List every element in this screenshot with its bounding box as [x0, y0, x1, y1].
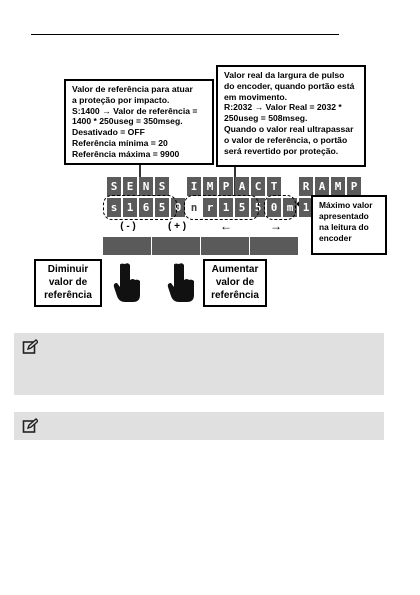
callout-real-value: Valor real da largura de pulso do encode… [216, 65, 366, 167]
lcd-char: E [123, 177, 137, 196]
header-rule [31, 34, 339, 35]
lcd-char: M [203, 177, 217, 196]
label-line: referência [211, 290, 259, 301]
callout-line: Valor de referência para atuar [72, 84, 193, 94]
note-box [14, 412, 384, 440]
callout-line: a proteção por impacto. [72, 94, 170, 105]
key-plus-button[interactable] [152, 237, 200, 255]
highlight-reference-field [103, 195, 177, 220]
callout-line: o valor de referência, o portão [224, 134, 348, 145]
lcd-char: 5 [235, 198, 249, 217]
highlight-max-field [264, 195, 296, 220]
key-label-plus: ( + ) [167, 221, 187, 232]
lcd-row-1: S E N S I M P A C T R A M P [107, 177, 363, 196]
lcd-char: S [107, 177, 121, 196]
lcd-char: P [347, 177, 361, 196]
edit-note-icon [22, 339, 38, 354]
lcd-char: 1 [299, 198, 313, 217]
key-label-minus: ( - ) [120, 221, 136, 232]
callout-reference-value: Valor de referência para atuar a proteçã… [64, 79, 214, 165]
label-increase-reference: Aumentar valor de referência [203, 259, 267, 307]
lcd-char [171, 177, 185, 196]
key-right-button[interactable] [250, 237, 298, 255]
callout-line: R:2032 → Valor Real = 2032 * [224, 102, 342, 113]
lcd-char [283, 177, 297, 196]
lcd-char: T [267, 177, 281, 196]
label-decrease-reference: Diminuir valor de referência [34, 259, 102, 307]
label-line: referência [44, 290, 92, 301]
lcd-char: 1 [123, 198, 137, 217]
label-line: valor de [215, 277, 255, 288]
lcd-char: 6 [139, 198, 153, 217]
pointing-hand-icon [167, 263, 194, 302]
lcd-char: N [139, 177, 153, 196]
edit-note-icon [22, 418, 38, 433]
lcd-char: n [190, 201, 198, 214]
callout-line: Quando o valor real ultrapassar [224, 123, 354, 134]
callout-line: do encoder, quando portão está [224, 80, 355, 91]
key-minus-button[interactable] [103, 237, 151, 255]
lcd-char: A [235, 177, 249, 196]
lcd-char: M [331, 177, 345, 196]
lcd-char: 1 [219, 198, 233, 217]
highlight-real-field [184, 195, 259, 220]
lcd-char: A [315, 177, 329, 196]
lcd-char: 5 [155, 198, 169, 217]
connector-lines [139, 165, 311, 210]
callout-line: na leitura do [319, 222, 369, 232]
label-line: valor de [48, 277, 88, 288]
keypad-bar [103, 237, 299, 255]
note-box [14, 333, 384, 395]
label-line: Aumentar [211, 264, 259, 275]
callout-line: será revertido por proteção. [224, 145, 339, 156]
callout-line: Valor real da largura de pulso [224, 70, 345, 80]
callout-line: 250useg = 508mseg. [224, 113, 308, 124]
callout-line: Máximo valor [319, 200, 373, 210]
key-left-button[interactable] [201, 237, 249, 255]
callout-line: Desativado = OFF [72, 127, 145, 138]
lcd-char: r [203, 198, 217, 217]
lcd-char: C [251, 177, 265, 196]
label-line: Diminuir [47, 264, 89, 275]
callout-line: 1400 * 250useg = 350mseg. [72, 116, 183, 127]
callout-line: S:1400 → Valor de referência = [72, 105, 198, 116]
lcd-char: P [219, 177, 233, 196]
callout-line: Referência mínima = 20 [72, 137, 168, 148]
lcd-char: S [155, 177, 169, 196]
callout-line: em movimento. [224, 91, 288, 102]
callout-line: apresentado [319, 211, 369, 221]
pointing-hand-icon [113, 263, 140, 302]
key-label-right: → [270, 219, 282, 233]
lcd-char: I [187, 177, 201, 196]
key-label-left: ← [220, 219, 232, 233]
callout-max-value: Máximo valor apresentado na leitura do e… [311, 195, 387, 255]
callout-line: encoder [319, 233, 352, 243]
lcd-char: R [299, 177, 313, 196]
callout-line: Referência máxima = 9900 [72, 148, 180, 159]
